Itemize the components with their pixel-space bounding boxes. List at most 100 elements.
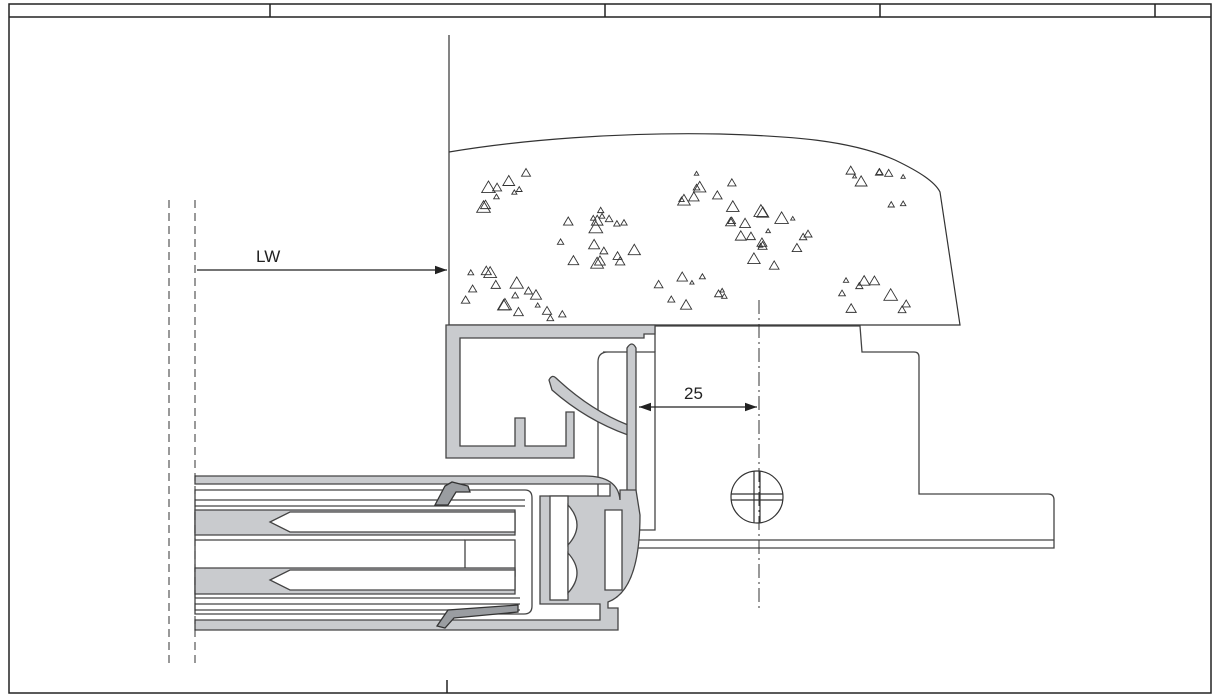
aggregate-mark	[497, 297, 513, 311]
aggregate-mark	[515, 185, 523, 192]
aggregate-mark	[868, 275, 881, 286]
aggregate-mark	[589, 256, 605, 269]
aggregate-mark	[899, 200, 907, 207]
aggregate-mark	[598, 212, 606, 219]
aggregate-mark	[490, 279, 502, 289]
door-rail-casing	[194, 475, 641, 631]
concrete-aggregate-pattern	[460, 165, 912, 322]
aggregate-mark	[789, 215, 796, 221]
aggregate-mark	[753, 203, 769, 217]
aggregate-mark	[475, 199, 492, 213]
aggregate-mark	[589, 214, 597, 221]
aggregate-mark	[883, 168, 894, 177]
gap-dimension: 25	[639, 384, 757, 412]
aggregate-mark	[482, 265, 498, 279]
aggregate-mark	[774, 210, 790, 224]
aggregate-mark	[512, 306, 525, 317]
aggregate-mark	[845, 302, 858, 313]
aggregate-mark	[727, 216, 737, 225]
aggregate-mark	[713, 289, 724, 298]
aggregate-mark	[614, 255, 626, 266]
aggregate-mark	[599, 246, 609, 255]
aggregate-mark	[842, 276, 850, 283]
brush-seal-lip	[548, 375, 629, 436]
aggregate-mark	[689, 279, 695, 285]
aggregate-mark	[746, 251, 761, 264]
aggregate-mark	[627, 243, 642, 256]
aggregate-mark	[854, 281, 864, 290]
aggregate-mark	[692, 180, 707, 193]
lw-label: LW	[256, 247, 280, 266]
aggregate-mark	[502, 174, 516, 186]
aggregate-mark	[845, 165, 857, 175]
rubber-gasket-bottom	[435, 604, 519, 629]
aggregate-mark	[480, 265, 493, 276]
aggregate-mark	[698, 272, 707, 280]
aggregate-mark	[837, 289, 847, 297]
aggregate-mark	[803, 229, 813, 238]
aggregate-mark	[467, 268, 475, 276]
aggregate-mark	[765, 227, 772, 234]
aggregate-mark	[588, 220, 604, 234]
aggregate-mark	[620, 218, 628, 226]
aggregate-mark	[719, 287, 726, 293]
lw-dimension: LW	[197, 247, 447, 275]
aggregate-mark	[693, 170, 700, 176]
aggregate-mark	[546, 314, 555, 322]
aggregate-mark	[604, 214, 614, 223]
aggregate-mark	[534, 302, 541, 308]
aggregate-mark	[562, 216, 574, 226]
aggregate-mark	[509, 275, 525, 289]
frame-profile-upper	[445, 324, 656, 459]
aggregate-mark	[725, 199, 740, 212]
aggregate-mark	[676, 271, 689, 282]
aggregate-mark	[757, 240, 768, 250]
aggregate-mark	[523, 286, 534, 295]
aggregate-mark	[653, 279, 664, 289]
rubber-gasket-top	[433, 481, 471, 506]
panel-layers	[194, 499, 525, 611]
aggregate-mark	[460, 295, 471, 304]
aggregate-mark	[883, 287, 899, 301]
aggregate-mark	[678, 196, 686, 203]
aggregate-mark	[541, 305, 553, 315]
aggregate-mark	[724, 216, 737, 227]
aggregate-mark	[666, 295, 676, 303]
aggregate-mark	[854, 175, 868, 187]
aggregate-mark	[851, 173, 858, 179]
aggregate-mark	[587, 238, 601, 250]
aggregate-mark	[612, 219, 621, 227]
sheet-frame	[8, 3, 1212, 694]
aggregate-mark	[901, 299, 912, 308]
aggregate-mark	[556, 237, 565, 245]
aggregate-mark	[768, 260, 780, 270]
screw-symbol	[730, 470, 784, 524]
aggregate-mark	[557, 309, 567, 318]
aggregate-mark	[692, 183, 701, 191]
aggregate-mark	[679, 298, 693, 310]
aggregate-mark	[887, 200, 896, 208]
aggregate-mark	[479, 199, 492, 210]
aggregate-mark	[897, 305, 907, 314]
aggregate-mark	[874, 167, 884, 176]
aggregate-mark	[745, 231, 757, 241]
aggregate-mark	[711, 189, 723, 200]
aggregate-mark	[590, 214, 604, 226]
aggregate-mark	[757, 242, 764, 248]
aggregate-mark	[612, 250, 623, 260]
profile-end-cap	[549, 495, 623, 601]
aggregate-mark	[593, 254, 607, 266]
aggregate-mark	[491, 182, 503, 192]
aggregate-mark	[738, 217, 752, 228]
aggregate-mark	[756, 206, 770, 218]
aggregate-mark	[511, 291, 520, 299]
aggregate-mark	[492, 193, 501, 200]
aggregate-mark	[480, 180, 497, 193]
aggregate-mark	[734, 229, 748, 241]
aggregate-mark	[596, 206, 605, 214]
aggregate-mark	[720, 292, 728, 299]
aggregate-mark	[726, 177, 737, 187]
concrete-lintel	[448, 35, 961, 326]
aggregate-mark	[687, 191, 700, 202]
